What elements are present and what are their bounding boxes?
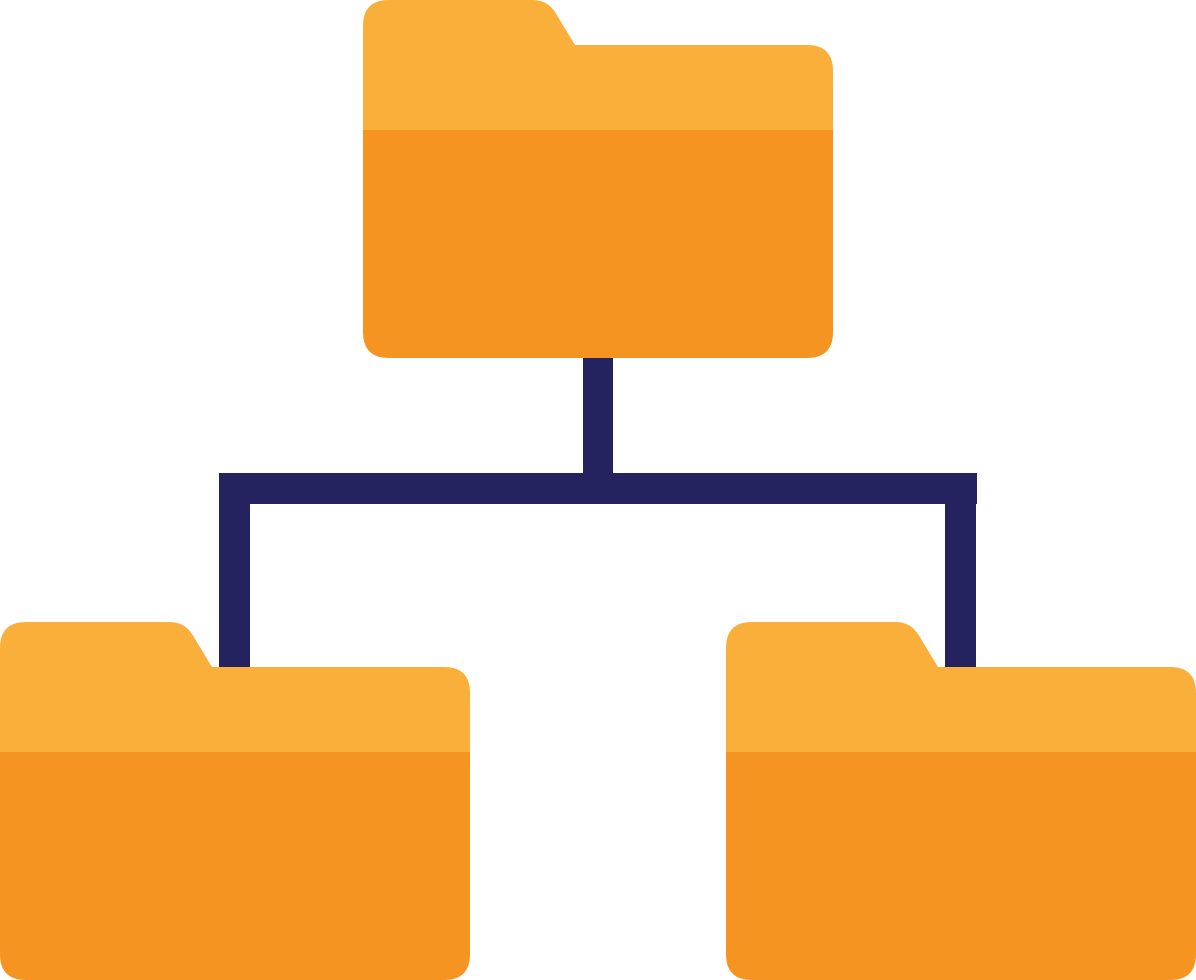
child-folder-right-tab (726, 622, 1196, 753)
parent-folder-tab (363, 0, 833, 131)
parent-folder-icon (363, 0, 833, 358)
child-folder-right-body (726, 752, 1196, 980)
connector-left-drop (219, 473, 250, 669)
tree-connector (219, 356, 977, 669)
connector-stem (583, 356, 613, 488)
parent-folder-body (363, 130, 833, 358)
connector-right-drop (945, 473, 976, 669)
connector-crossbar (219, 473, 977, 504)
child-folder-left-tab (0, 622, 470, 753)
child-folder-right-icon (726, 622, 1196, 980)
child-folder-left-body (0, 752, 470, 980)
child-folder-left-icon (0, 622, 470, 980)
